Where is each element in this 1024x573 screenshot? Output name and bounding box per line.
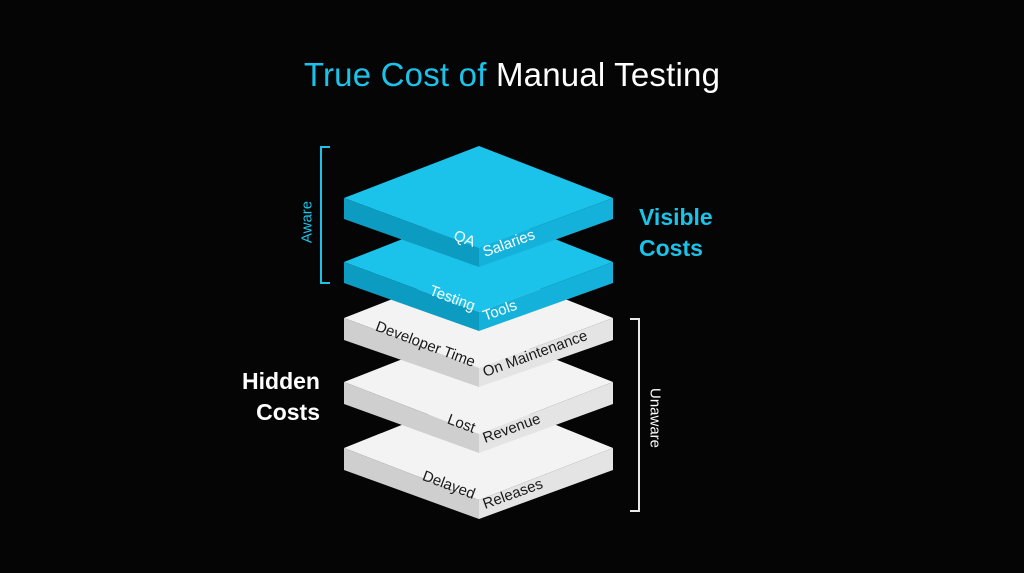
hidden-costs-line1: Hidden [242,368,320,394]
unaware-bracket [630,318,640,512]
layer-right-face [479,198,613,267]
layer-right-face [479,318,613,387]
layer-left-face [344,382,479,453]
layer-right-face [479,262,613,331]
layer-right-face [479,382,613,453]
visible-costs-label: Visible Costs [639,202,713,264]
hidden-costs-label: Hidden Costs [228,366,320,428]
layer-left-face [344,448,479,519]
layer-top-face [344,146,613,248]
layer-qa-salaries: QA Salaries [344,146,613,267]
visible-costs-line1: Visible [639,204,713,230]
hidden-costs-line2: Costs [256,399,320,425]
layer-left-face [344,318,479,387]
aware-bracket [320,146,330,284]
layer-label-left: QA [451,227,477,251]
layer-left-face [344,198,479,267]
title-rest: Manual Testing [495,56,721,93]
title-accent: True Cost of [303,56,487,93]
layer-left-face [344,262,479,331]
layer-right-face [479,448,613,519]
page-title: True Cost of Manual Testing [0,56,1024,94]
visible-costs-line2: Costs [639,235,703,261]
